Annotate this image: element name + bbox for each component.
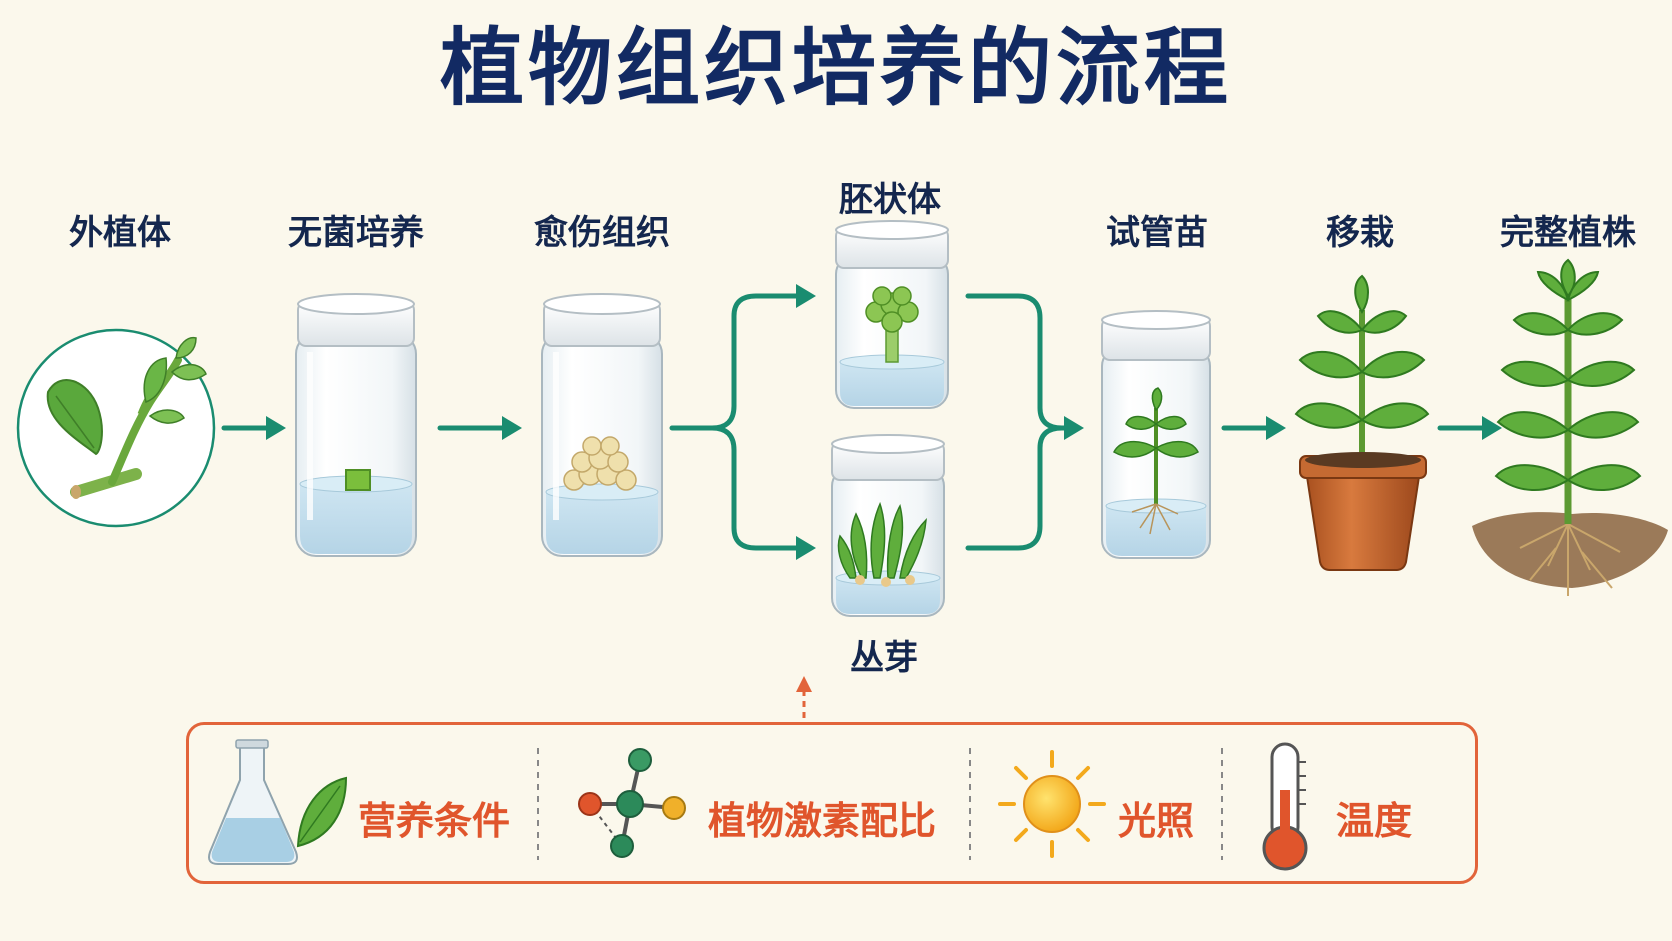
jar-cluster-buds [831,434,945,617]
label-cluster-buds: 丛芽 [850,638,918,678]
label-embryoid: 胚状体 [839,180,941,220]
label-explant: 外植体 [69,213,171,253]
factor-temperature: 温度 [1336,799,1413,843]
jar-embryoid [835,220,949,409]
thermometer-icon [1262,742,1308,871]
label-test-tube-plantlet: 试管苗 [1106,213,1208,253]
arrow-heads [266,284,1502,560]
sun-icon [998,750,1106,858]
flow-arrows [221,293,1487,551]
label-whole-plant: 完整植株 [1500,213,1636,253]
jar-aseptic-culture [295,293,417,557]
label-callus: 愈伤组织 [534,213,670,253]
jar-callus [541,293,663,557]
influencing-factors-panel [186,722,1478,884]
page-title: 植物组织培养的流程 [439,19,1232,117]
factor-light: 光照 [1118,799,1195,843]
jar-test-tube-plantlet [1101,310,1211,559]
explant-illustration [16,328,216,528]
factor-nutrition: 营养条件 [358,799,511,843]
factor-hormone-ratio: 植物激素配比 [708,799,937,843]
whole-plant [1472,258,1668,596]
molecule-icon [578,748,686,858]
factor-connector-head [796,676,812,692]
potted-plant [1294,274,1430,571]
flask-leaf-icon [208,739,348,865]
label-aseptic-culture: 无菌培养 [288,213,424,253]
label-transplant: 移栽 [1326,213,1394,253]
